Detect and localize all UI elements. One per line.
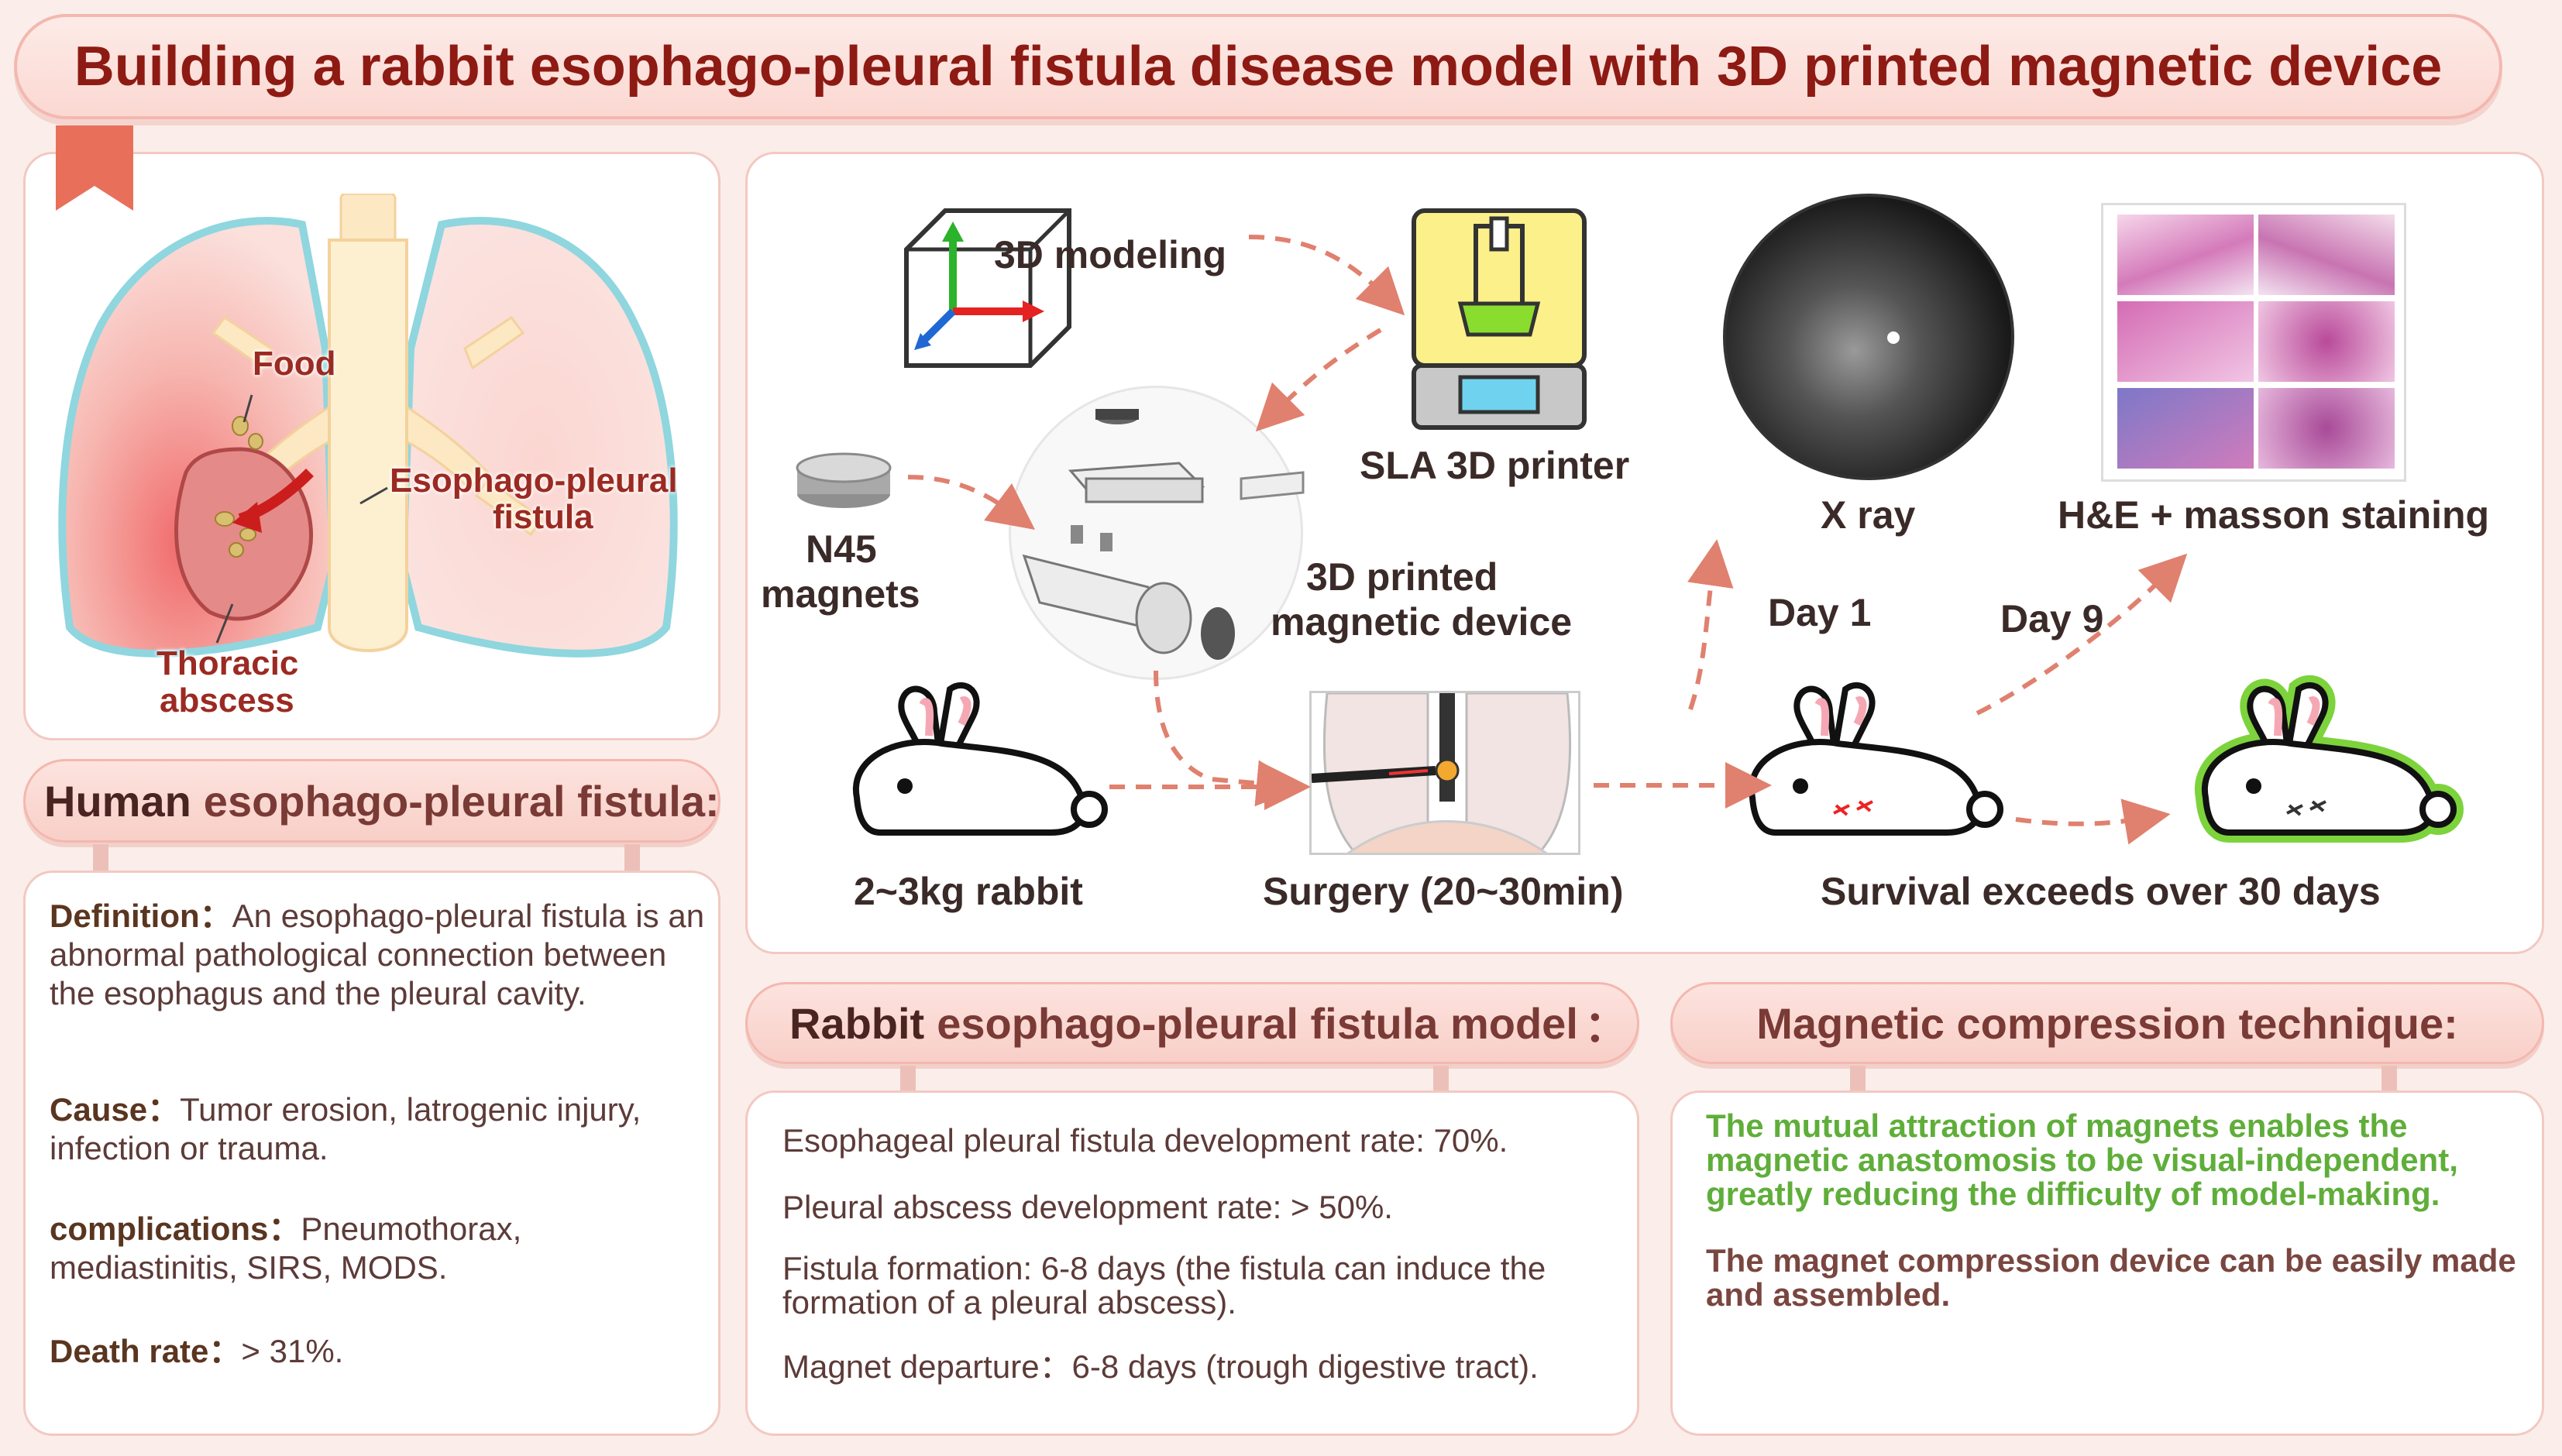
complications-body: Pneumothorax, mediastinitis, SIRS, MODS.: [50, 1210, 522, 1286]
death-rate-label: Death rate: [50, 1333, 209, 1369]
definition-sep: ：: [199, 898, 232, 934]
sla-printer-label: SLA 3D printer: [1360, 444, 1630, 487]
cause-text: Cause：Tumor erosion, latrogenic injury, …: [50, 1090, 705, 1168]
definition-body: An esophago-pleural fistula is an abnorm…: [50, 898, 705, 1011]
complications-text: complications：Pneumothorax, mediastiniti…: [50, 1210, 705, 1287]
bookmark-icon: [56, 125, 133, 211]
connector-peg: [1433, 1066, 1449, 1092]
cause-label: Cause: [50, 1091, 148, 1128]
rabbit-model-panel: [745, 1090, 1639, 1436]
staining-label: H&E + masson staining: [2058, 493, 2490, 537]
death-rate-text: Death rate：> 31%.: [50, 1332, 705, 1371]
complications-sep: ：: [268, 1210, 301, 1247]
cause-sep: ：: [147, 1091, 181, 1128]
magnetic-header-text: Magnetic compression technique:: [1756, 998, 2458, 1048]
definition-text: Definition：An esophago-pleural fistula i…: [50, 897, 705, 1013]
connector-peg: [2381, 1066, 2397, 1092]
human-header-bold: Human: [44, 776, 191, 826]
magnetic-green-text: The mutual attraction of magnets enables…: [1706, 1107, 2458, 1212]
day9-label: Day 9: [2000, 597, 2104, 640]
histology-image: [2101, 203, 2406, 482]
abscess-label-line2: abscess: [160, 682, 294, 719]
connector-peg: [93, 844, 108, 871]
food-label: Food: [253, 345, 336, 383]
rabbit-model-header-rest: esophago-pleural fistula model: [937, 998, 1578, 1048]
xray-magnet-dot: [1887, 331, 1900, 344]
rabbit-icon: [852, 682, 1108, 836]
connector-peg: [1850, 1066, 1866, 1092]
abscess-label-line1: Thoracic: [156, 644, 299, 682]
surgery-label: Surgery (20~30min): [1263, 870, 1624, 913]
rabbit-survival-icon: [2194, 675, 2464, 843]
right-lung: [398, 217, 678, 658]
magnet-icon: [796, 452, 892, 508]
magnets-label-line2: magnets: [761, 572, 920, 616]
rabbit-model-header-bold: Rabbit: [789, 998, 925, 1048]
human-header: Human esophago-pleural fistula:: [23, 759, 720, 843]
death-rate-sep: ：: [208, 1333, 242, 1369]
xray-label: X ray: [1821, 493, 1916, 537]
survival-label: Survival exceeds over 30 days: [1821, 870, 2381, 913]
workflow-arrows: [907, 235, 2188, 845]
rabbit-model-item: Esophageal pleural fistula development r…: [782, 1122, 1508, 1159]
magnetic-header: Magnetic compression technique:: [1670, 982, 2544, 1064]
surgery-image: [1309, 691, 1580, 855]
lung-illustration: [58, 194, 678, 658]
rabbit-model-header-sep: ：: [1584, 1001, 1628, 1051]
death-rate-body: > 31%.: [241, 1333, 344, 1369]
device-label-line2: magnetic device: [1271, 600, 1573, 644]
rabbit-model-item: Fistula formation: 6-8 days (the fistula…: [782, 1250, 1546, 1320]
esophagus: [328, 239, 408, 652]
human-header-rest: esophago-pleural fistula:: [203, 776, 720, 826]
rabbit-model-item: Pleural abscess development rate: > 50%.: [782, 1189, 1393, 1225]
day1-label: Day 1: [1768, 591, 1872, 634]
title-banner: Building a rabbit esophago-pleural fistu…: [14, 14, 2502, 119]
magnetic-panel: [1670, 1090, 2544, 1436]
rabbit-model-item: Magnet departure：6-8 days (trough digest…: [782, 1348, 1539, 1385]
sla-printer-icon: [1412, 208, 1587, 430]
complications-label: complications: [50, 1210, 269, 1247]
fistula-label-line1: Esophago-pleural: [390, 462, 678, 500]
3d-axes-icon: [904, 208, 1071, 368]
rabbit-label: 2~3kg rabbit: [854, 870, 1083, 913]
magnetic-device-icon: [1022, 409, 1305, 660]
rabbit-postop-icon: [1748, 682, 2003, 836]
device-label-line1: 3D printed: [1306, 555, 1498, 599]
3d-modeling-label: 3D modeling: [994, 233, 1227, 276]
magnets-label-line1: N45: [806, 527, 877, 571]
page-title: Building a rabbit esophago-pleural fistu…: [74, 36, 2443, 98]
definition-label: Definition: [50, 898, 200, 934]
magnetic-plain-text: The magnet compression device can be eas…: [1706, 1242, 2516, 1313]
connector-peg: [624, 844, 640, 871]
fistula-label-line2: fistula: [493, 498, 593, 536]
cause-body: Tumor erosion, latrogenic injury, infect…: [50, 1091, 641, 1166]
connector-peg: [900, 1066, 916, 1092]
human-description-panel: [23, 871, 720, 1436]
rabbit-model-header: Rabbit esophago-pleural fistula model ：: [745, 982, 1639, 1064]
xray-image: [1723, 194, 2014, 480]
